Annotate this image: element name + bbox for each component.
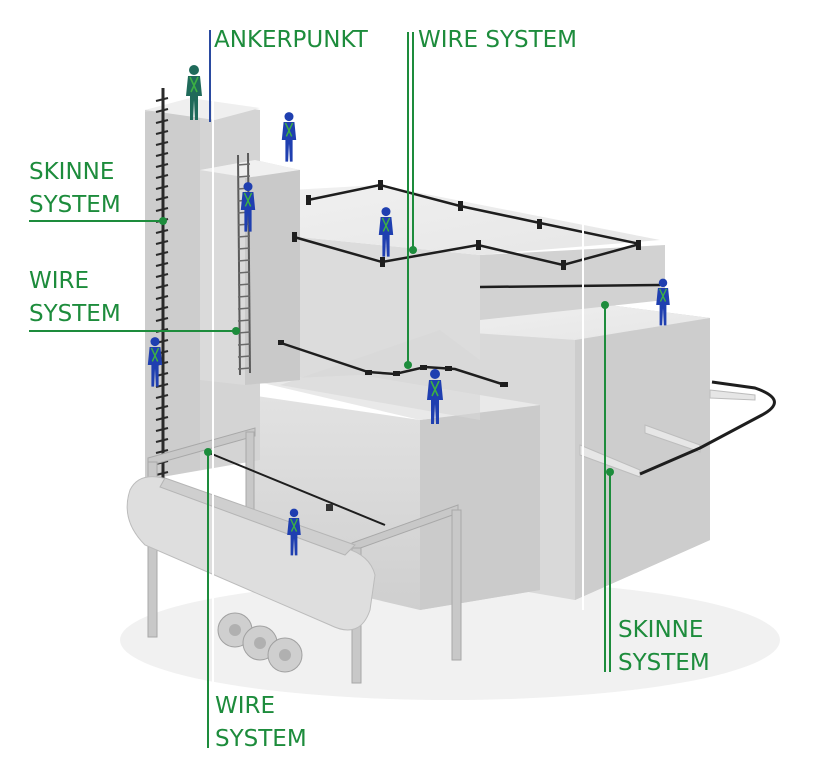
worker-roof xyxy=(378,207,394,257)
label-line: SKINNE xyxy=(618,617,704,643)
ladder-rung xyxy=(237,319,251,322)
label-line: SYSTEM xyxy=(29,192,121,218)
gantry-wire xyxy=(206,451,386,526)
leader-dots xyxy=(159,217,614,476)
ladder-rung xyxy=(237,295,251,298)
label-line: SKINNE xyxy=(29,159,115,185)
rail-tick xyxy=(155,141,169,146)
ladder-rung xyxy=(237,247,251,250)
rail-tick xyxy=(155,174,169,179)
label-skinne-system-right: SKINNE SYSTEM xyxy=(618,614,710,680)
rail-tick xyxy=(155,207,169,212)
label-ankerpunkt: ANKERPUNKT xyxy=(214,24,368,57)
ladder-rung xyxy=(237,259,251,262)
rail-tick xyxy=(155,119,169,124)
ledge-wire-anchors xyxy=(278,340,508,387)
label-wire-system-bottom: WIRE SYSTEM xyxy=(215,690,307,756)
ladder-rung xyxy=(237,307,251,310)
rail-tick xyxy=(155,317,169,322)
ladder-rung xyxy=(237,175,251,178)
label-line: WIRE xyxy=(29,268,90,294)
label-skinne-system-left: SKINNE SYSTEM xyxy=(29,156,121,222)
rail-tick xyxy=(155,130,169,135)
label-line: SYSTEM xyxy=(618,650,710,676)
rail-tick xyxy=(155,284,169,289)
rail-tick xyxy=(155,229,169,234)
ladder-rung xyxy=(237,331,251,334)
rail-tick xyxy=(155,416,169,421)
rail-tick xyxy=(155,438,169,443)
worker-ledge xyxy=(427,369,443,424)
worker-on-tanker xyxy=(287,508,301,556)
rail-tick xyxy=(155,394,169,399)
label-wire-system-top: WIRE SYSTEM xyxy=(418,24,577,57)
rail-tick xyxy=(155,185,169,190)
label-line: WIRE SYSTEM xyxy=(418,27,578,53)
worker-tower-ledge xyxy=(281,112,297,162)
ledge-wire xyxy=(280,283,661,387)
rail-tick xyxy=(155,427,169,432)
white-guide-lines xyxy=(212,30,584,748)
ladder-rung xyxy=(237,367,251,370)
label-wire-system-left: WIRE SYSTEM xyxy=(29,265,121,331)
label-line: SYSTEM xyxy=(215,726,307,752)
ladder-rung xyxy=(237,343,251,346)
rail-tick xyxy=(155,163,169,168)
label-line: SYSTEM xyxy=(29,301,121,327)
ladder-rung xyxy=(237,283,251,286)
ladder-rung xyxy=(237,235,251,238)
building-tower xyxy=(145,98,300,480)
label-line: ANKERPUNKT xyxy=(214,27,368,53)
ladder-rung xyxy=(237,355,251,358)
rail-tick xyxy=(155,449,169,454)
rail-tick xyxy=(155,273,169,278)
rail-tick xyxy=(155,306,169,311)
rail-tick xyxy=(155,262,169,267)
ladder-rung xyxy=(237,223,251,226)
roof-wire-posts xyxy=(292,180,641,270)
rail-tick xyxy=(155,152,169,157)
rail-tick xyxy=(155,97,169,102)
wire-trolley xyxy=(326,504,333,511)
cantilever-arms xyxy=(579,380,776,478)
ladder-rung xyxy=(237,163,251,166)
rail-tick xyxy=(155,108,169,113)
rail-tick xyxy=(155,405,169,410)
rail-tick xyxy=(155,196,169,201)
ladder-rung xyxy=(237,271,251,274)
leader-lines xyxy=(29,30,611,748)
rail-tick xyxy=(155,240,169,245)
label-line: WIRE xyxy=(215,693,276,719)
rail-tick xyxy=(155,295,169,300)
worker-anchor-point xyxy=(186,65,202,120)
rail-tick xyxy=(155,251,169,256)
rail-tick xyxy=(155,471,169,476)
